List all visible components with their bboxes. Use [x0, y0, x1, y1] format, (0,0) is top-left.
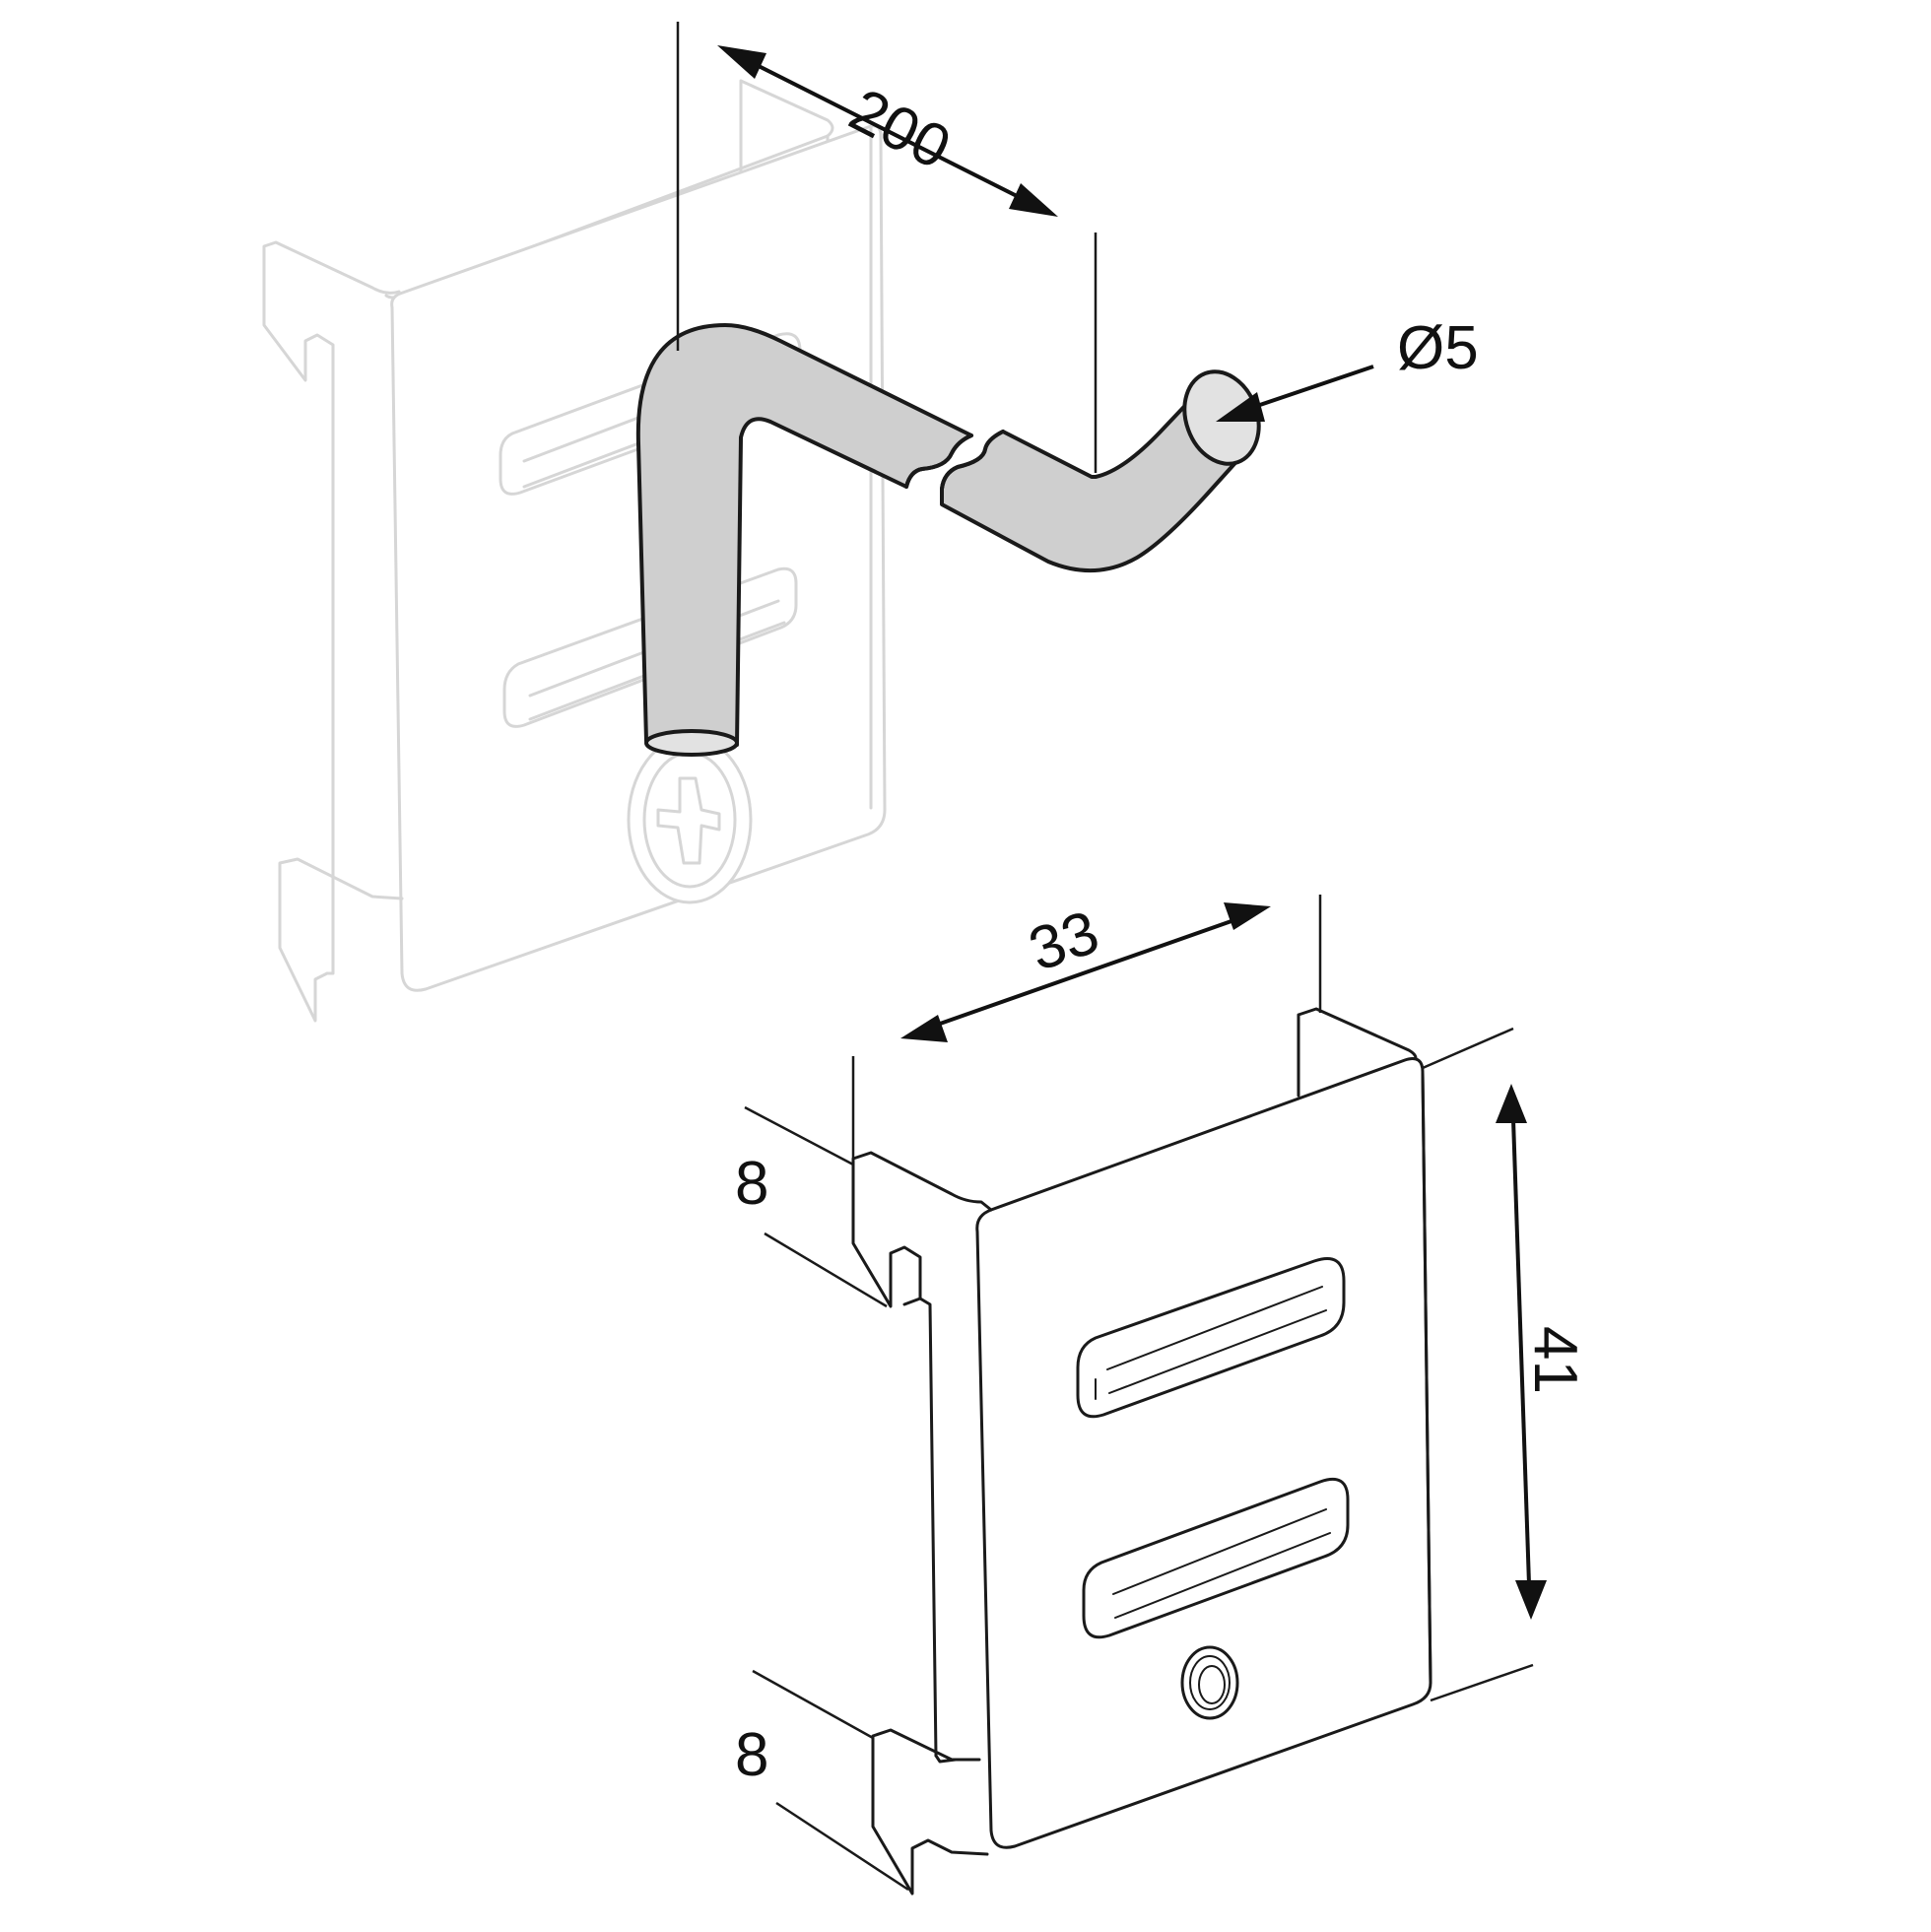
- ghost-bracket: [262, 79, 887, 1023]
- dim-tab-top: 8: [735, 1105, 888, 1308]
- tab-bottom-label: 8: [735, 1721, 768, 1789]
- arrowhead-right-icon: [1224, 902, 1271, 930]
- arrowhead-left-icon: [717, 45, 766, 79]
- lower-slot: [1082, 1477, 1350, 1639]
- arrowhead-left-icon: [900, 1015, 948, 1042]
- threaded-hole-icon: [1180, 1645, 1239, 1720]
- arrowhead-diameter-icon: [1216, 392, 1265, 422]
- dim-bracket-height: 41: [1422, 1027, 1589, 1702]
- dim-tab-bottom: 8: [735, 1669, 909, 1892]
- bracket: [851, 1007, 1432, 1896]
- bracket-height-label: 41: [1521, 1326, 1589, 1394]
- arrowhead-top-icon: [1496, 1084, 1527, 1123]
- tab-top-label: 8: [735, 1150, 768, 1218]
- hook-cut-end-icon: [644, 729, 739, 757]
- hook: [635, 323, 1261, 757]
- arrowhead-bottom-icon: [1515, 1580, 1547, 1620]
- upper-slot: [1076, 1257, 1346, 1419]
- dim-wire-diameter: Ø5: [1216, 314, 1479, 422]
- wire-diameter-label: Ø5: [1397, 314, 1479, 382]
- arrowhead-right-icon: [1009, 183, 1058, 217]
